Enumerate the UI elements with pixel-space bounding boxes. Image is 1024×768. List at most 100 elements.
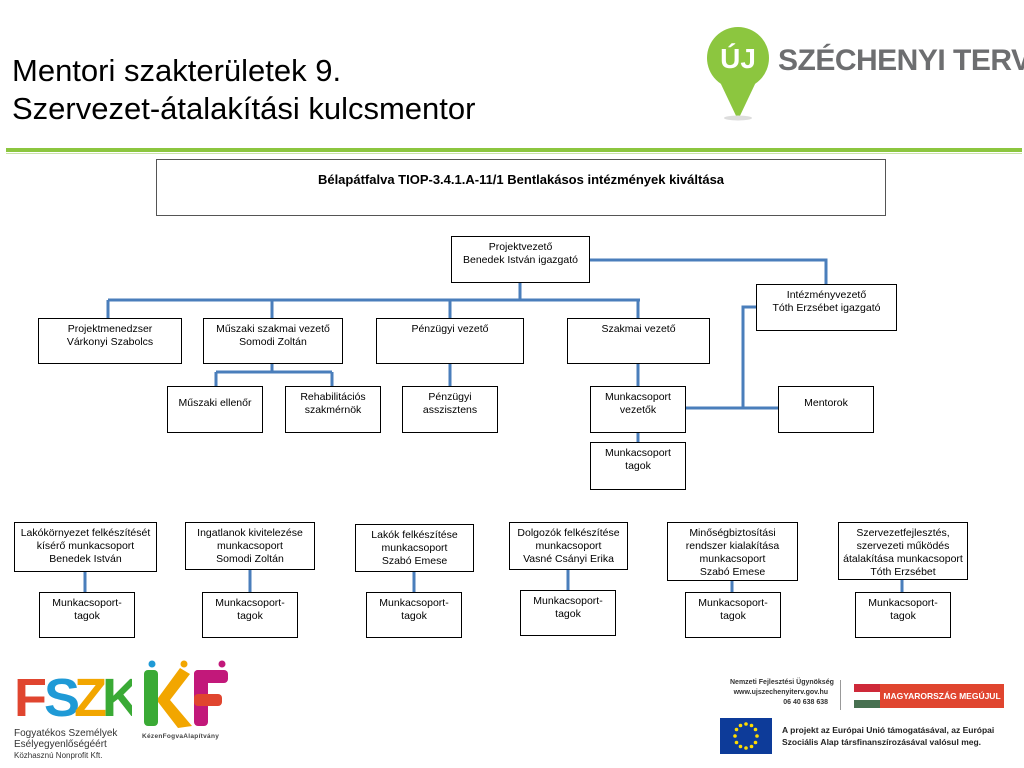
nfu-url: www.ujszechenyiterv.gov.hu: [733, 689, 828, 696]
nfu-separator: [840, 680, 841, 710]
nfu-contact: Nemzeti Fejlesztési Ügynökség www.ujszec…: [730, 678, 834, 708]
group-2-line-2: munkacsoport: [217, 540, 283, 552]
group-2-members-line-2: tagok: [237, 610, 263, 622]
box-group-3: Lakók felkészítése munkacsoport Szabó Em…: [355, 524, 474, 572]
group-2-line-1: Ingatlanok kivitelezése: [197, 527, 303, 539]
box-group-2-members: Munkacsoport- tagok: [202, 592, 298, 638]
kezenfogva-logo: [144, 660, 228, 728]
group-3-line-2: munkacsoport: [381, 542, 448, 554]
group-3-line-1: Lakók felkészítése: [371, 529, 458, 541]
fszk-name-line-1: Fogyatékos Személyek: [14, 728, 118, 739]
fszk-name-line-2: Esélyegyenlőségéért: [14, 739, 107, 750]
group-6-line-1: Szervezetfejlesztés,: [856, 527, 950, 539]
fszk-name: Fogyatékos Személyek Esélyegyenlőségéért…: [14, 728, 117, 761]
box-rehab-szakmernok: Rehabilitációs szakmérnök: [285, 386, 381, 433]
group-6-line-3: átalakítása munkacsoport: [843, 553, 963, 565]
penzugyi-vezeto-role: Pénzügyi vezető: [411, 323, 489, 335]
group-6-line-4: Tóth Erzsébet: [870, 566, 936, 578]
box-projektvezeto: Projektvezető Benedek István igazgató: [451, 236, 590, 283]
nfu-phone: 06 40 638 638: [783, 699, 828, 706]
box-intezmenyvezeto: Intézményvezető Tóth Erzsébet igazgató: [756, 284, 897, 331]
logo-brand: SZÉCHENYI TERV: [778, 44, 1024, 77]
muszaki-vezeto-role: Műszaki szakmai vezető: [216, 323, 330, 335]
intezmenyvezeto-role: Intézményvezető: [786, 289, 867, 301]
svg-text:F: F: [14, 668, 47, 726]
title-line-1: Mentori szakterületek 9.: [12, 53, 342, 88]
mcs-vezetok-line-2: vezetők: [619, 404, 657, 416]
mcs-tagok-line-1: Munkacsoport: [605, 447, 671, 459]
muszaki-vezeto-person: Somodi Zoltán: [239, 336, 307, 348]
fszk-logo: F S Z K: [14, 668, 132, 726]
group-5-line-3: munkacsoport: [699, 553, 766, 565]
connector-top-to-intezmeny: [590, 258, 828, 284]
box-group-6: Szervezetfejlesztés, szervezeti működés …: [838, 522, 968, 580]
kezenfogva-name: KézenFogvaAlapítvány: [142, 733, 220, 740]
group-1-line-1: Lakókörnyezet felkészítését: [20, 527, 151, 539]
group-5-line-1: Minőségbiztosítási: [689, 527, 776, 539]
group-4-members-line-2: tagok: [555, 608, 581, 620]
group-6-members-line-2: tagok: [890, 610, 916, 622]
eu-text-line-2: Szociális Alap társfinanszírozásával val…: [782, 737, 982, 747]
box-projektmenedzser: Projektmenedzser Várkonyi Szabolcs: [38, 318, 182, 364]
projektvezeto-role: Projektvezető: [488, 241, 553, 253]
group-1-members-line-2: tagok: [74, 610, 100, 622]
rehab-role-line-2: szakmérnök: [304, 404, 362, 416]
box-group-1: Lakókörnyezet felkészítését kísérő munka…: [14, 522, 157, 572]
szakmai-vezeto-role: Szakmai vezető: [601, 323, 676, 335]
group-2-line-3: Somodi Zoltán: [216, 553, 284, 565]
group-5-line-4: Szabó Emese: [699, 566, 766, 578]
box-munkacsoport-tagok: Munkacsoport tagok: [590, 442, 686, 490]
group-6-line-2: szervezeti működés: [856, 540, 950, 552]
svg-text:S: S: [44, 668, 80, 726]
muszaki-ellenor-role: Műszaki ellenőr: [178, 397, 252, 409]
group-1-line-2: kísérő munkacsoport: [36, 540, 135, 552]
projektmenedzser-person: Várkonyi Szabolcs: [66, 336, 154, 348]
box-group-4-members: Munkacsoport- tagok: [520, 590, 616, 636]
box-munkacsoport-vezetok: Munkacsoport vezetők: [590, 386, 686, 433]
page-title: Mentori szakterületek 9. Szervezet-átala…: [12, 52, 475, 128]
fszk-sub: Közhasznú Nonprofit Kft.: [14, 751, 103, 760]
group-4-members-line-1: Munkacsoport-: [533, 595, 603, 607]
mcs-vezetok-line-1: Munkacsoport: [605, 391, 671, 403]
hungarian-flag-icon: [854, 684, 880, 708]
szechenyi-pin-icon: ÚJ: [707, 27, 769, 121]
mentorok-role: Mentorok: [804, 397, 848, 409]
group-5-members-line-1: Munkacsoport-: [698, 597, 768, 609]
svg-text:K: K: [102, 668, 132, 726]
nfu-name: Nemzeti Fejlesztési Ügynökség: [730, 679, 834, 686]
group-5-members-line-2: tagok: [720, 610, 746, 622]
logo-pin-text: ÚJ: [720, 43, 756, 74]
box-mentorok: Mentorok: [778, 386, 874, 433]
header-divider-shadow: [6, 153, 1022, 154]
box-penzugyi-vezeto: Pénzügyi vezető: [376, 318, 524, 364]
asszisztens-line-2: asszisztens: [422, 404, 478, 416]
group-3-members-line-1: Munkacsoport-: [379, 597, 449, 609]
box-group-5-members: Munkacsoport- tagok: [685, 592, 781, 638]
projektvezeto-person: Benedek István igazgató: [463, 254, 578, 266]
rehab-role-line-1: Rehabilitációs: [300, 391, 366, 403]
header-divider: [6, 148, 1022, 152]
group-4-line-2: munkacsoport: [535, 540, 602, 552]
box-penzugyi-asszisztens: Pénzügyi asszisztens: [402, 386, 498, 433]
project-headline: Bélapátfalva TIOP-3.4.1.A-11/1 Bentlakás…: [156, 159, 886, 216]
group-1-members-line-1: Munkacsoport-: [52, 597, 122, 609]
group-3-line-3: Szabó Emese: [381, 555, 448, 567]
group-6-members-line-1: Munkacsoport-: [868, 597, 938, 609]
mcs-tagok-line-2: tagok: [625, 460, 651, 472]
magyarorszag-megujul-badge: MAGYARORSZÁG MEGÚJUL: [880, 684, 1004, 708]
group-5-line-2: rendszer kialakítása: [685, 540, 780, 552]
eu-text-line-1: A projekt az Európai Unió támogatásával,…: [782, 725, 995, 735]
box-szakmai-vezeto: Szakmai vezető: [567, 318, 710, 364]
connector-intezmeny-left: [741, 305, 756, 408]
group-3-members-line-2: tagok: [401, 610, 427, 622]
projektmenedzser-role: Projektmenedzser: [67, 323, 153, 335]
intezmenyvezeto-person: Tóth Erzsébet igazgató: [772, 302, 881, 314]
box-group-6-members: Munkacsoport- tagok: [855, 592, 951, 638]
group-4-line-1: Dolgozók felkészítése: [517, 527, 620, 539]
box-muszaki-ellenor: Műszaki ellenőr: [167, 386, 263, 433]
group-1-line-3: Benedek István: [49, 553, 122, 565]
asszisztens-line-1: Pénzügyi: [428, 391, 472, 403]
box-group-3-members: Munkacsoport- tagok: [366, 592, 462, 638]
group-4-line-3: Vasné Csányi Erika: [523, 553, 614, 565]
